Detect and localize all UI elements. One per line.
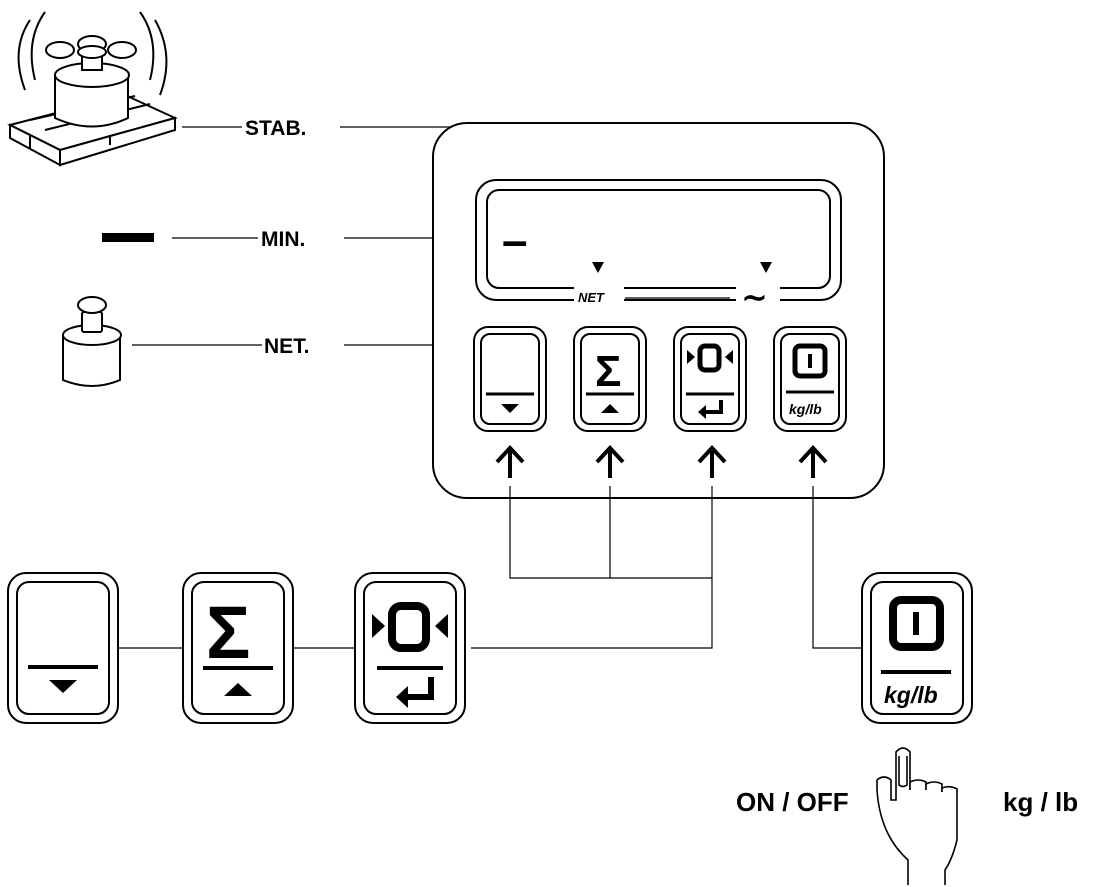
minus-bar-icon — [102, 233, 154, 242]
up-arrow-icon — [798, 445, 828, 478]
net-marker-icon — [592, 262, 604, 273]
panel-sum-up-button[interactable]: Σ — [573, 326, 647, 432]
tare-down-button[interactable] — [7, 572, 119, 724]
kg-lb-label: kg / lb — [1003, 787, 1078, 817]
up-arrow-icon — [495, 445, 525, 478]
up-arrow-icon — [595, 445, 625, 478]
key-arrows — [495, 445, 828, 478]
display-minus-indicator: – — [502, 214, 528, 266]
min-label: MIN. — [261, 228, 305, 251]
sigma-icon: Σ — [206, 591, 250, 674]
lcd-display: – — [475, 179, 842, 301]
up-arrow-icon — [697, 445, 727, 478]
panel-tare-down-button[interactable] — [473, 326, 547, 432]
stab-label: STAB. — [245, 117, 306, 140]
hand-press-icon — [876, 747, 958, 885]
enter-icon — [404, 677, 434, 700]
net-label: NET. — [264, 335, 310, 358]
unit-text-large: kg/lb — [884, 682, 938, 708]
sum-up-button[interactable]: Σ — [182, 572, 294, 724]
down-triangle-icon — [501, 404, 519, 413]
on-off-label: ON / OFF — [736, 787, 849, 817]
weight-icon — [62, 296, 122, 387]
connector-lines — [117, 486, 862, 649]
enter-icon — [703, 400, 723, 414]
zero-icon — [697, 343, 722, 373]
stab-marker-icon — [760, 262, 772, 273]
power-unit-button[interactable]: kg/lb — [861, 572, 973, 724]
sigma-icon: Σ — [595, 347, 621, 396]
panel-zero-enter-button[interactable] — [673, 326, 747, 432]
panel-power-unit-button[interactable]: kg/lb — [773, 326, 847, 432]
up-triangle-icon — [224, 683, 252, 696]
zero-icon — [388, 602, 430, 652]
down-triangle-icon — [49, 680, 77, 693]
zero-enter-button[interactable] — [354, 572, 466, 724]
net-display-tag: NET — [578, 290, 605, 305]
pallet-weights-icon — [7, 11, 178, 167]
stab-symbol: ∼ — [741, 279, 768, 315]
up-triangle-icon — [601, 404, 619, 413]
unit-text: kg/lb — [789, 401, 822, 417]
